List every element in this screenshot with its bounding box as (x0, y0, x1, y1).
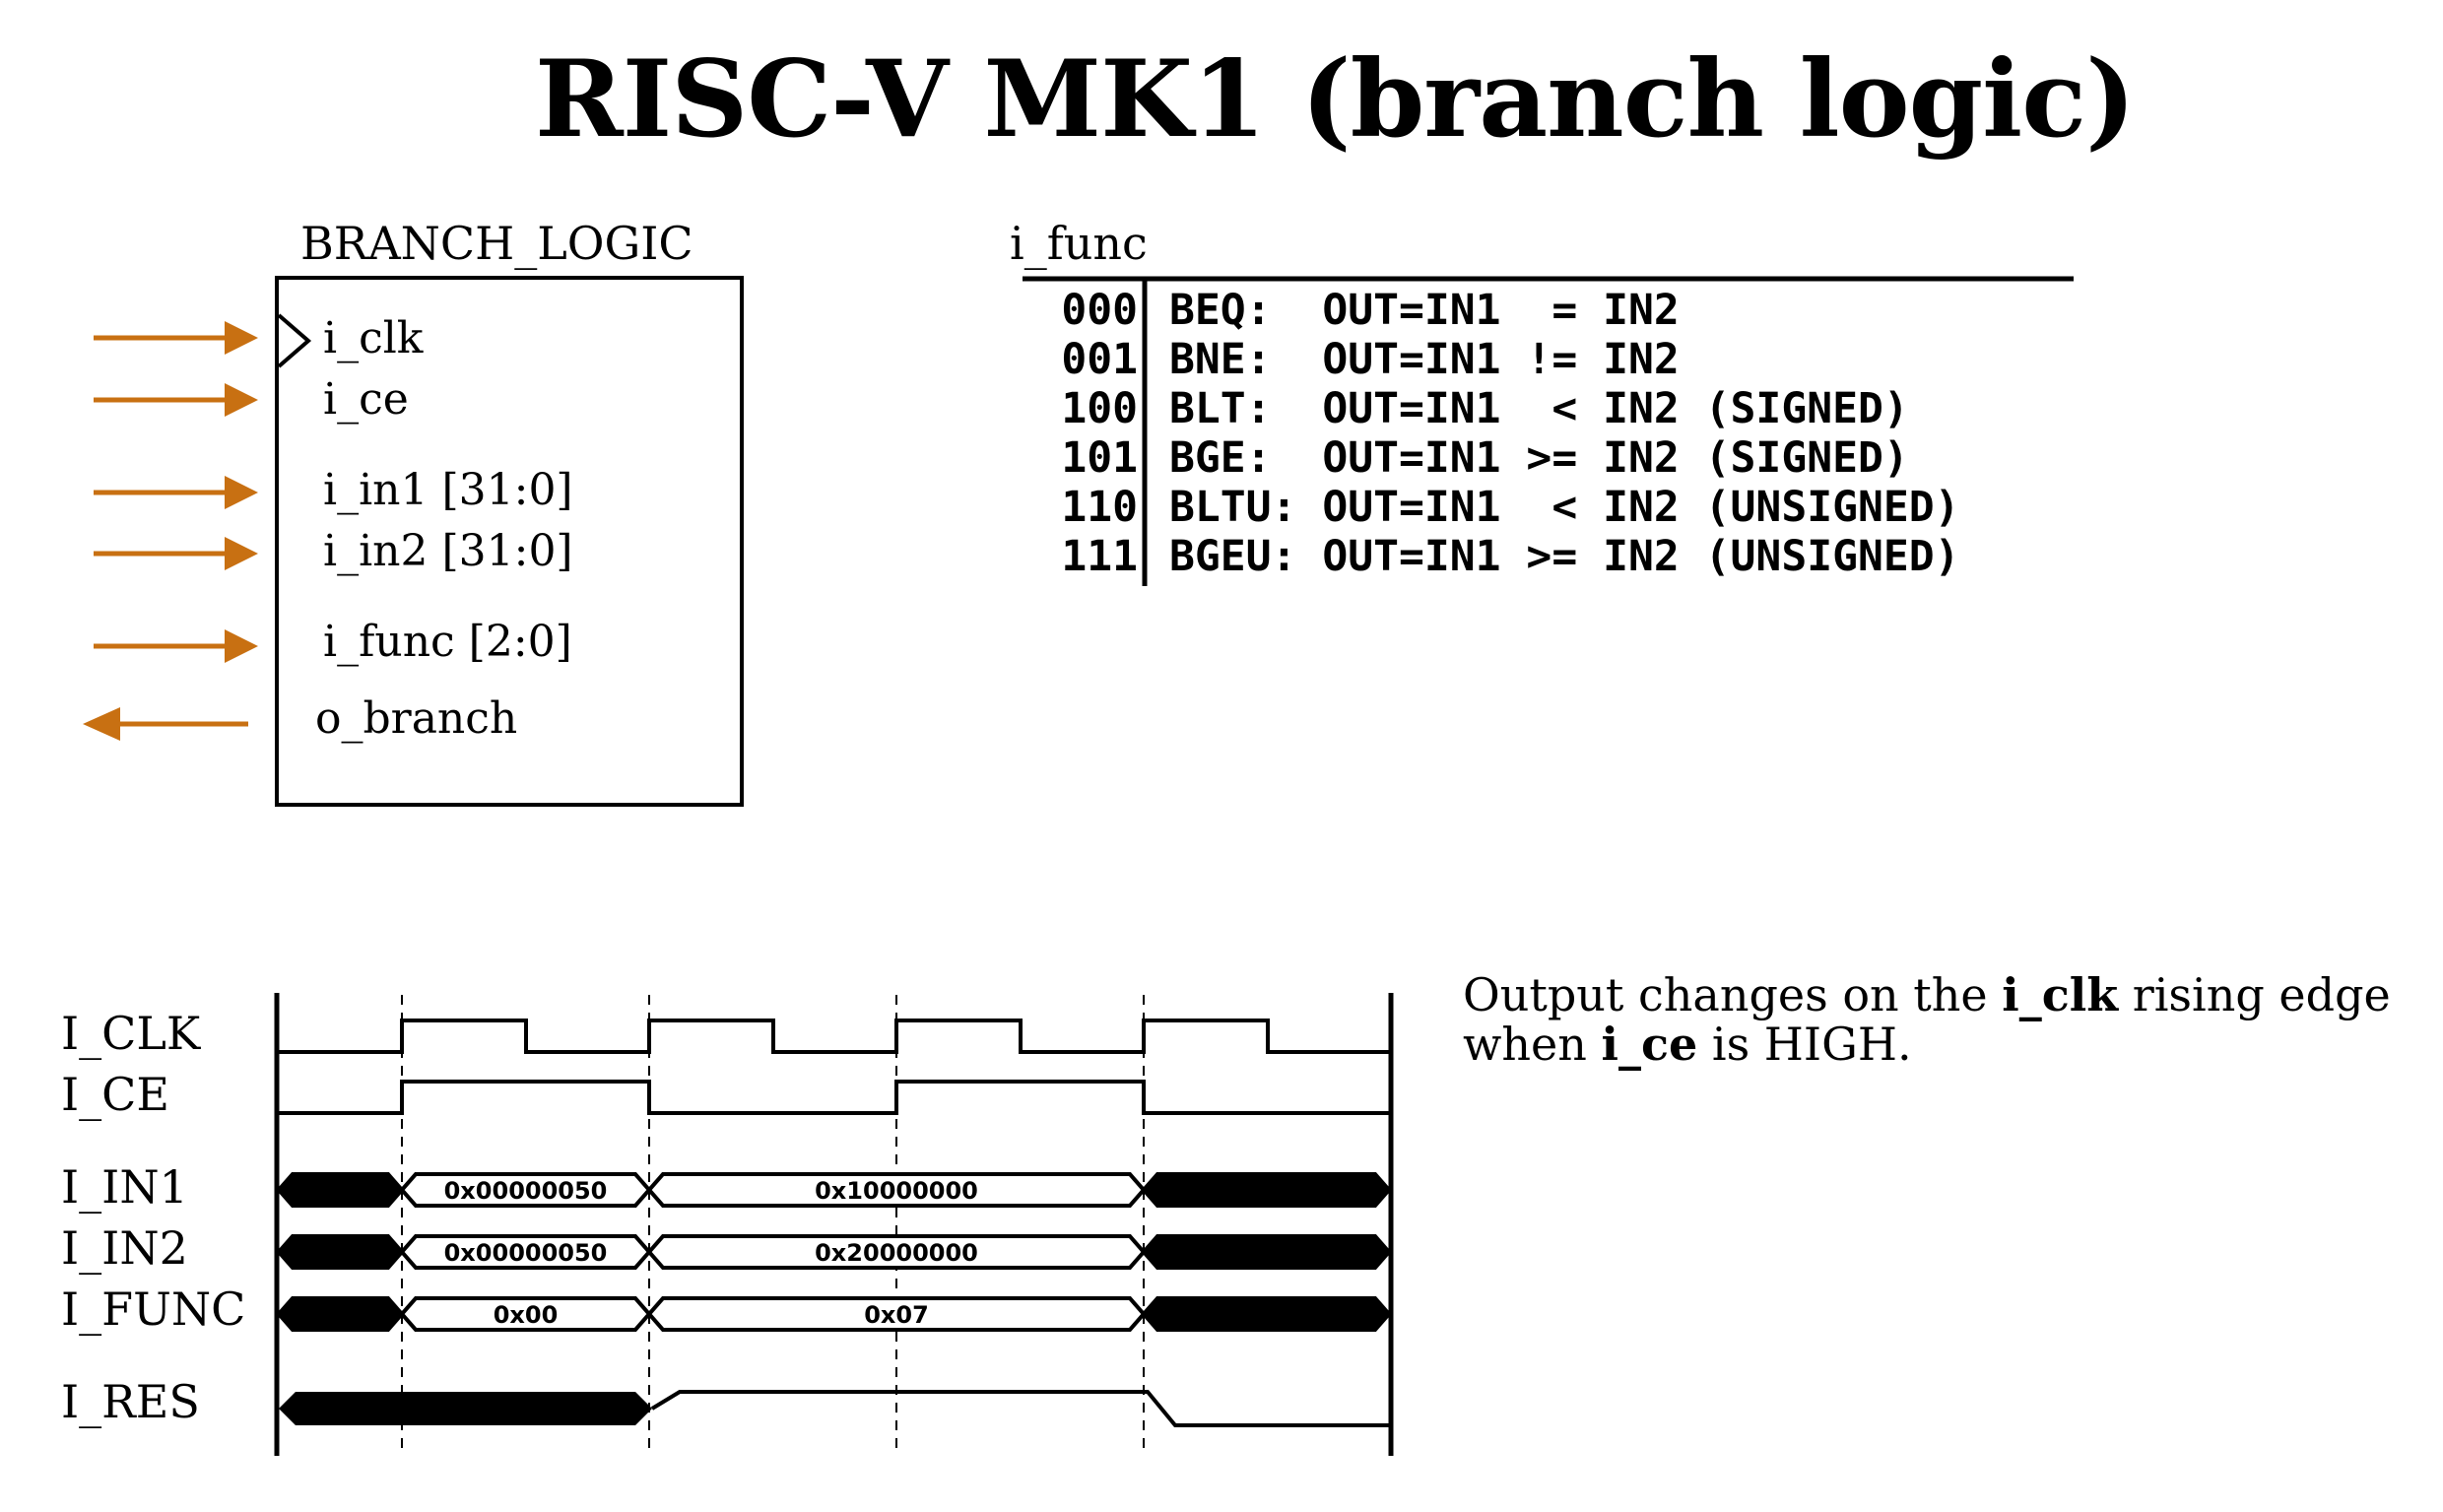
signal-label-i-clk: I_CLK (61, 1007, 201, 1060)
signal-label-i-ce: I_CE (61, 1068, 169, 1121)
i-clk-waveform (279, 1019, 1389, 1054)
i-in2-undefined (1141, 1234, 1392, 1270)
i-res-undefined (279, 1392, 652, 1425)
port-i-clk: i_clk (323, 313, 424, 363)
i-in2-value-label: 0x00000050 (444, 1239, 608, 1267)
port-i-func: i_func [2:0] (323, 617, 572, 667)
port-i-in1: i_in1 [31:0] (323, 465, 573, 515)
timing-note: Output changes on the i_clk rising edge … (1463, 970, 2391, 1069)
signal-label-i-in1: I_IN1 (61, 1160, 188, 1214)
i-func-undefined (1141, 1296, 1392, 1332)
i-in1-value-label: 0x10000000 (815, 1177, 978, 1205)
i-func-undefined (276, 1296, 405, 1332)
port-arrow-head (225, 629, 258, 663)
func-table-title: i_func (1010, 217, 1148, 270)
clock-triangle-icon (277, 313, 312, 368)
signal-label-i-in2: I_IN2 (61, 1221, 188, 1275)
page-title: RISC-V MK1 (branch logic) (534, 37, 2136, 162)
i-in1-undefined (276, 1172, 405, 1208)
port-arrow-head (225, 476, 258, 509)
port-arrow-head (83, 707, 120, 741)
port-arrow-head (225, 537, 258, 570)
i-in1-value-label: 0x00000050 (444, 1177, 608, 1205)
i-ce-waveform (279, 1080, 1389, 1115)
port-i-ce: i_ce (323, 374, 409, 425)
note-line-2: when i_ce is HIGH. (1463, 1018, 1912, 1071)
note-line-1: Output changes on the i_clk rising edge (1463, 968, 2391, 1021)
i-in2-value-label: 0x20000000 (815, 1239, 978, 1267)
i-in1-undefined (1141, 1172, 1392, 1208)
block-name: BRANCH_LOGIC (300, 217, 693, 270)
i-func-value-label: 0x07 (864, 1301, 929, 1329)
block-box (275, 276, 744, 807)
signal-label-i-res: I_RES (61, 1375, 200, 1428)
port-o-branch: o_branch (315, 693, 518, 744)
signal-label-i-func: I_FUNC (61, 1282, 246, 1336)
port-arrow-head (225, 321, 258, 355)
i-in2-undefined (276, 1234, 405, 1270)
i-func-value-label: 0x00 (494, 1301, 559, 1329)
port-i-in2: i_in2 [31:0] (323, 526, 573, 576)
i-res-waveform (650, 1390, 1389, 1427)
port-arrow-head (225, 383, 258, 417)
